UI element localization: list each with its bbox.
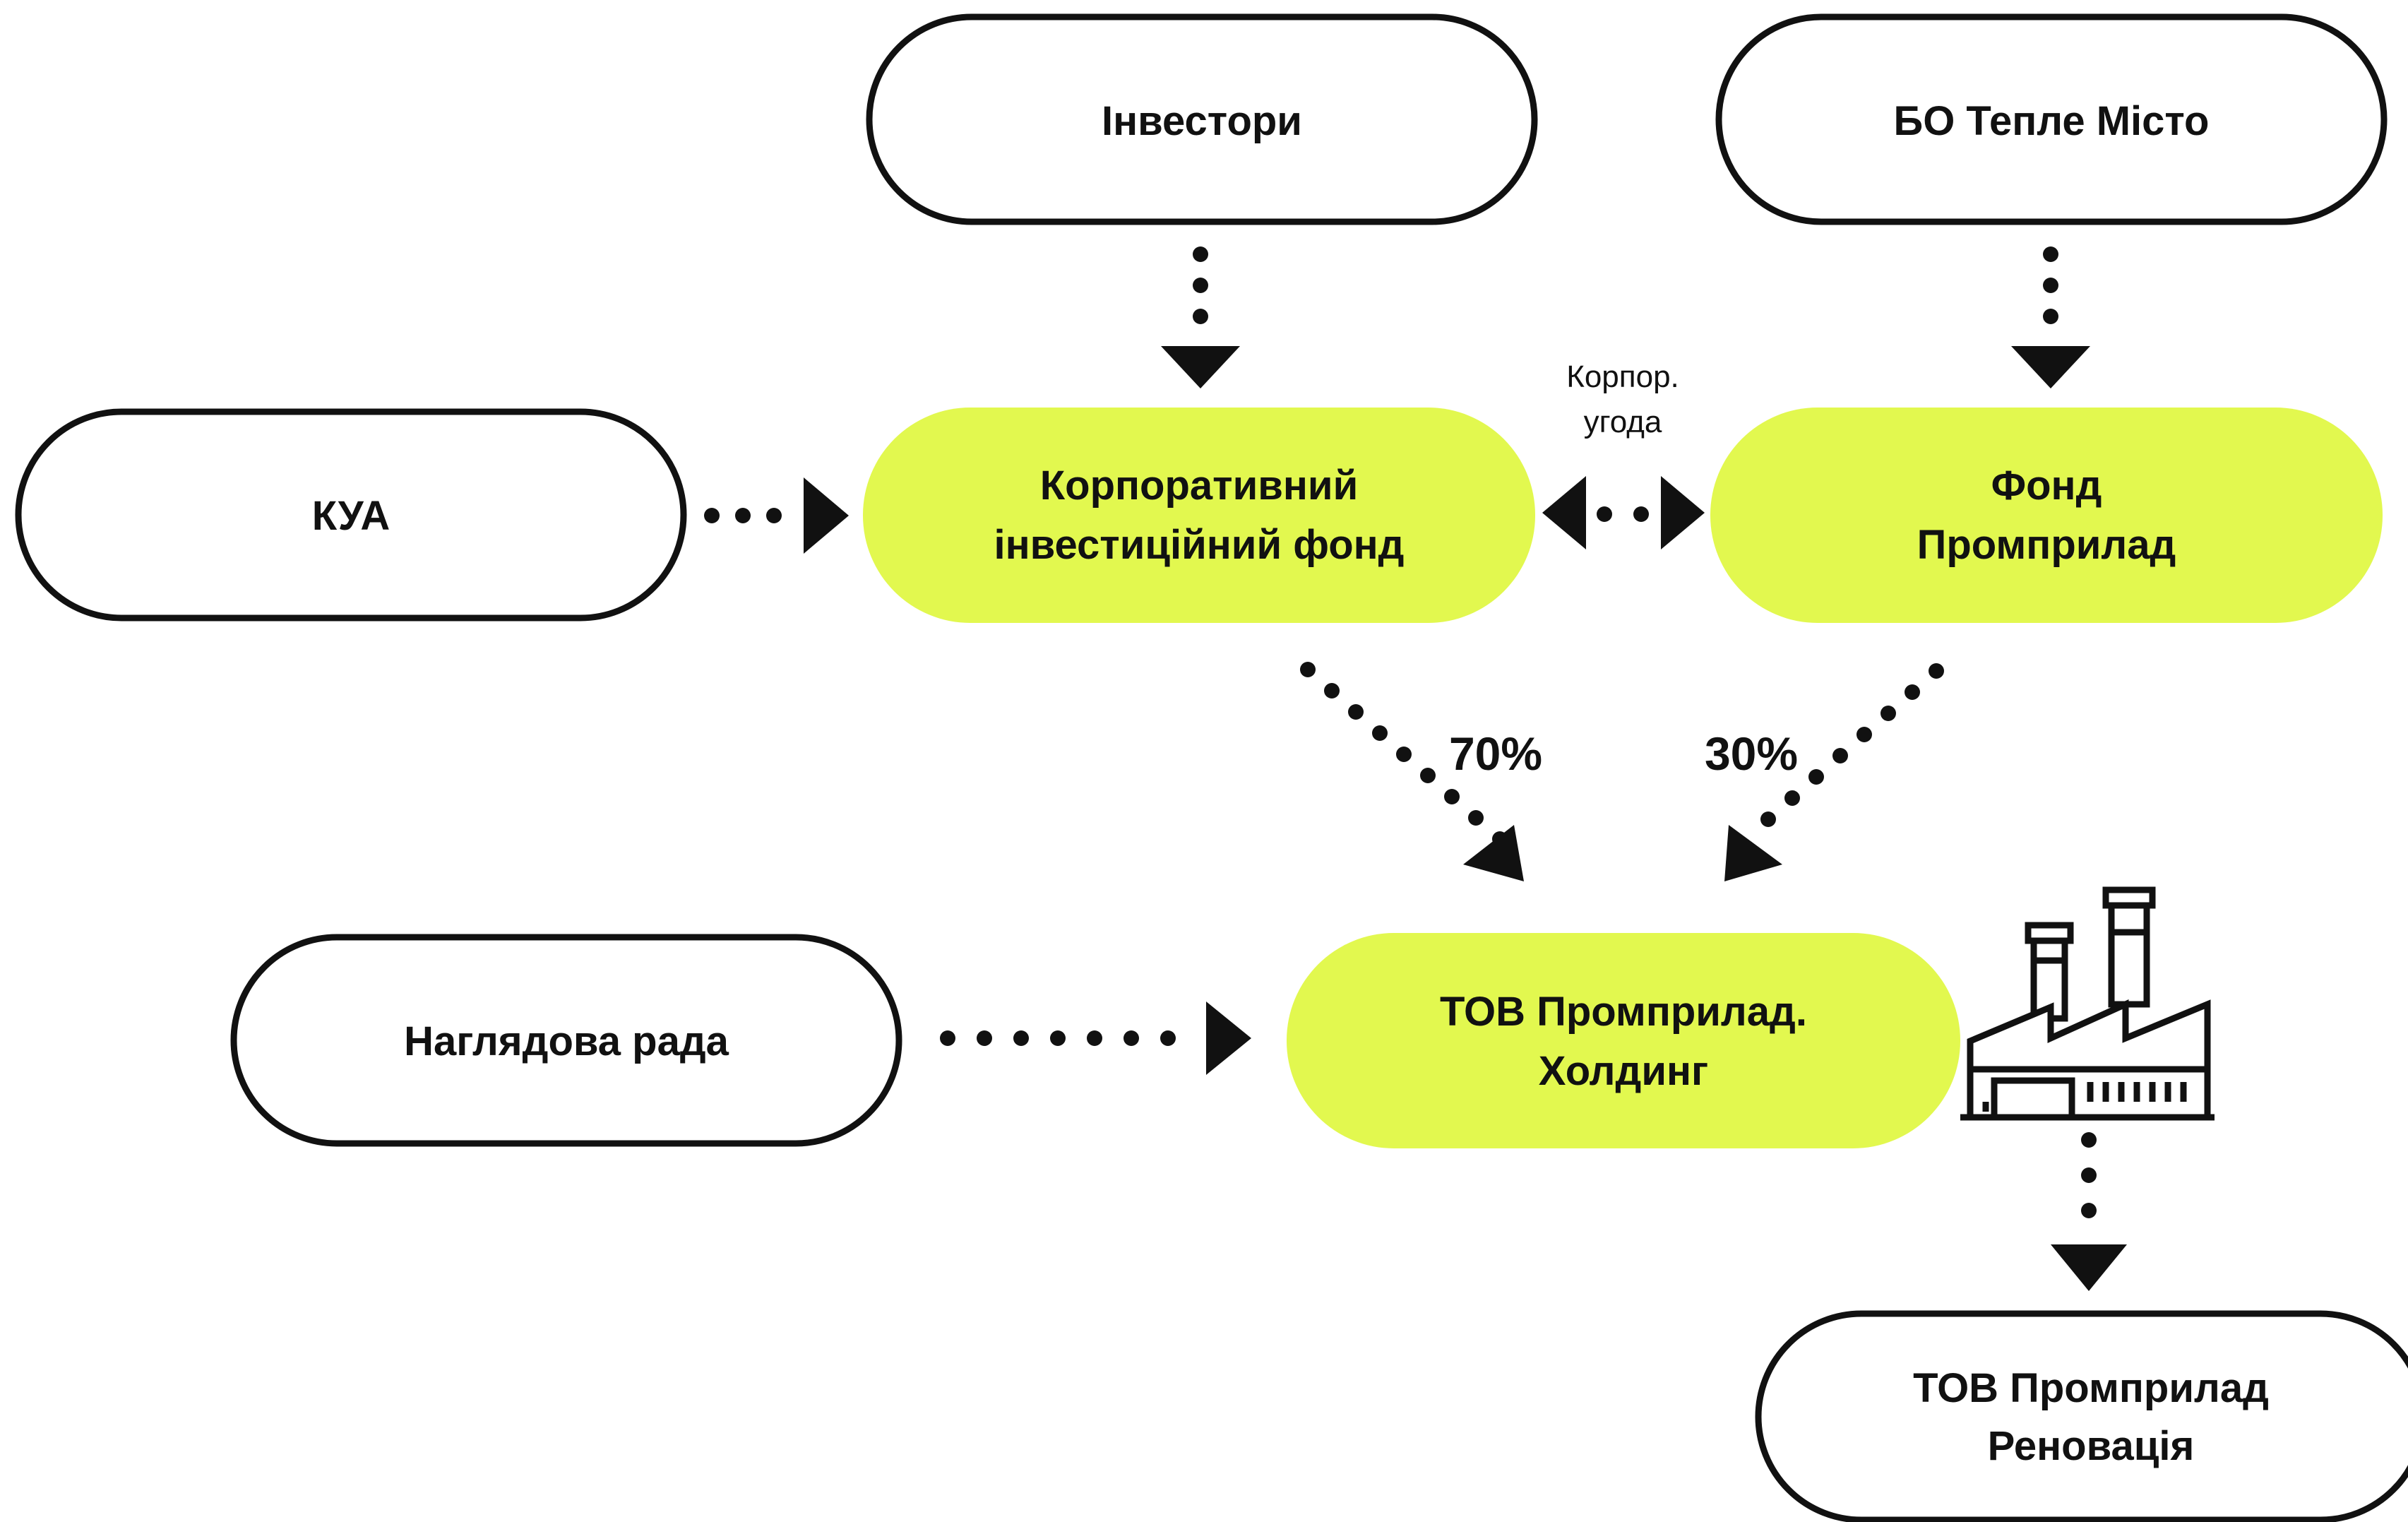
node-corporate-fund: Корпоративний інвестиційний фонд [863,408,1535,623]
node-supervisory-board: Наглядова рада [230,934,902,1147]
node-kua: КУА [15,408,687,622]
arrow-supervisory-board-to-holding [940,1001,1251,1075]
arrow-kua-to-corporate-fund [704,477,849,554]
node-renovation-line2: Реновація [1988,1423,2195,1469]
corporate-agreement-label-line2: угода [1584,405,1662,439]
share-label-30: 30% [1705,727,1798,780]
node-corporate-fund-line2: інвестиційний фонд [994,522,1405,568]
node-holding-line2: Холдинг [1539,1048,1708,1094]
arrow-corporate-agreement [1542,476,1705,549]
node-corporate-fund-line1: Корпоративний [1040,463,1358,509]
node-fund-promprylad-line2: Промприлад [1917,522,2176,568]
arrow-bo-to-fund-promprylad [2011,246,2090,388]
node-kua-label: КУА [312,493,390,539]
node-investors-label: Інвестори [1102,98,1302,144]
node-holding-line1: ТОВ Промприлад. [1440,989,1807,1035]
arrow-investors-to-corporate-fund [1161,246,1240,388]
share-label-70: 70% [1449,727,1542,780]
node-investors: Інвестори [866,13,1538,225]
factory-icon [1960,886,2215,1121]
node-renovation: ТОВ Промприлад Реновація [1755,1310,2408,1522]
node-bo-teple-misto-label: БО Тепле Місто [1894,98,2210,144]
node-fund-promprylad: Фонд Промприлад [1710,408,2383,623]
node-supervisory-board-label: Наглядова рада [404,1018,729,1064]
node-holding: ТОВ Промприлад. Холдинг [1287,933,1960,1148]
arrow-fund-promprylad-to-holding [1724,663,1944,881]
arrow-corporate-fund-to-holding [1300,662,1524,881]
node-bo-teple-misto: БО Тепле Місто [1715,13,2388,225]
arrow-holding-to-renovation [2051,1132,2127,1291]
corporate-agreement-label-line1: Корпор. [1566,359,1679,394]
node-renovation-line1: ТОВ Промприлад [1913,1365,2269,1411]
node-fund-promprylad-line1: Фонд [1991,463,2102,509]
